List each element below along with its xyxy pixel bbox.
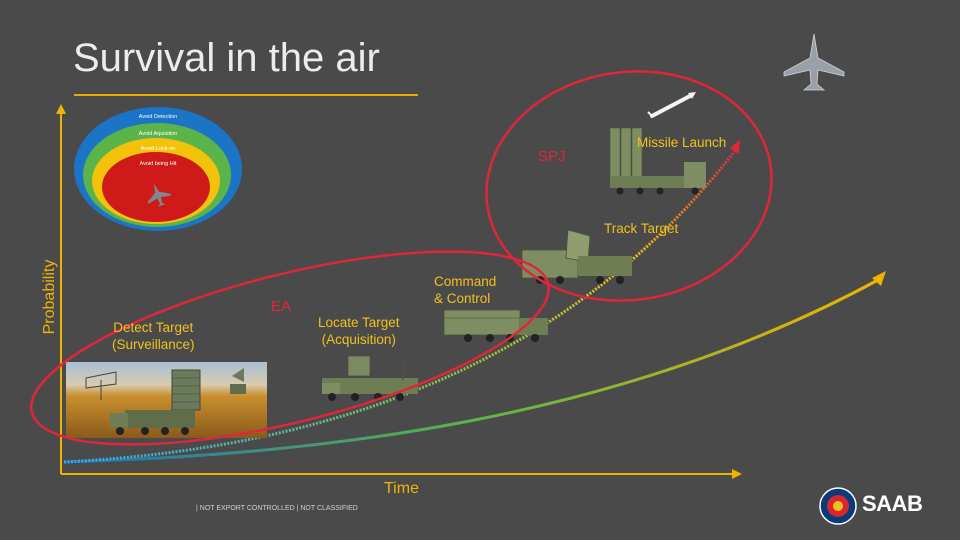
survivability-onion: Avoid Detection Avoid Aquisition Avoid L… [74,107,242,231]
stage-track-label: Track Target [604,220,678,237]
y-axis-label: Probability [41,259,58,335]
stage-missile-line1: Missile Launch [637,135,727,150]
tracking-radar-vehicle [521,229,632,284]
stage-command-line1: Command [434,274,497,289]
slide-title: Survival in the air [73,36,380,80]
stage-detect-line2: (Surveillance) [112,337,195,352]
surveillance-photo [66,362,267,438]
missile-launcher-vehicle [609,127,706,195]
stage-locate-line2: (Acquisition) [321,332,396,347]
threat-curve [63,140,740,464]
fighter-jet-icon [783,33,845,91]
stage-missile-label: Missile Launch [637,134,726,151]
onion-jet-icon [147,183,171,207]
onion-layer-lockon: Avoid Lock-on [141,146,176,152]
onion-layer-hit: Avoid being Hit [140,161,177,167]
stage-detect-label: Detect Target (Surveillance) [112,319,195,353]
title-underline [74,94,418,96]
stage-locate-line1: Locate Target [318,315,400,330]
ea-zone-outline [30,250,550,446]
missile-icon [647,92,696,118]
stage-track-line1: Track Target [604,221,679,236]
command-vehicle [443,309,548,342]
stage-command-line2: & Control [434,291,491,306]
onion-layer-acquisition: Avoid Aquisition [139,131,178,137]
saab-logo-text: SAAB [862,491,923,516]
y-axis [56,104,66,474]
baseline-curve [63,271,886,464]
acquisition-vehicle [322,355,418,401]
classification-footer: | NOT EXPORT CONTROLLED | NOT CLASSIFIED [196,505,358,512]
x-axis [61,469,742,479]
onion-layer-detection: Avoid Detection [139,114,177,120]
spj-zone-label: SPJ [538,148,566,165]
ea-zone-label: EA [271,298,292,315]
saab-emblem-icon [819,487,857,525]
stage-locate-label: Locate Target (Acquisition) [318,314,400,348]
stage-command-label: Command & Control [434,273,496,307]
spj-zone-outline [485,70,773,302]
stage-detect-line1: Detect Target [113,320,194,335]
x-axis-label: Time [384,480,419,497]
